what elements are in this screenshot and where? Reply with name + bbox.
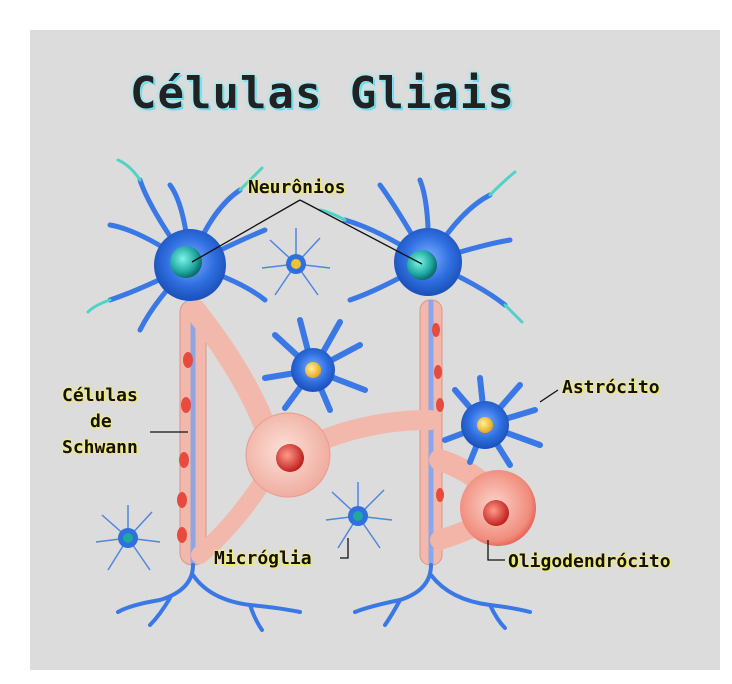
label-microglia: Micróglia: [214, 547, 312, 571]
label-schwann-line1: Células: [62, 384, 138, 408]
label-neuronios: Neurônios: [248, 176, 346, 200]
label-oligodendrocito: Oligodendrócito: [508, 550, 671, 574]
right-neuron-axon: [420, 300, 444, 565]
small-glia-bottom-left: [96, 505, 160, 570]
right-neuron: [320, 172, 522, 322]
page-title: Células Gliais: [130, 68, 515, 119]
label-schwann-line3: Schwann: [62, 436, 138, 460]
left-axon-terminal: [118, 565, 300, 630]
label-schwann-line2: de: [90, 410, 112, 434]
small-glia-top: [262, 228, 330, 295]
microglia-cell: [326, 482, 392, 548]
right-axon-terminal: [355, 565, 530, 628]
label-astrocito: Astrócito: [562, 376, 660, 400]
astrocyte-center: [265, 320, 365, 410]
left-neuron: [88, 160, 265, 330]
pink-myelinating-cell: [195, 310, 430, 555]
oligodendrocyte-cell: [440, 460, 536, 546]
astrocyte-right: [445, 378, 540, 465]
